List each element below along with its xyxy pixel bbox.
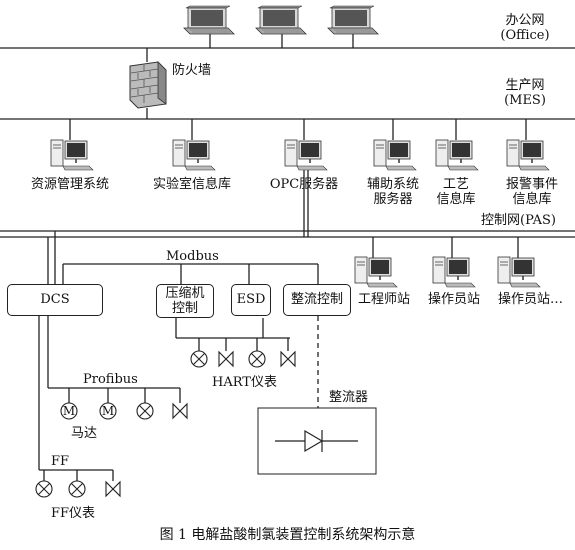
- mes-network-label: 生产网 (MES): [480, 78, 570, 108]
- station-label: 工程师站: [358, 292, 411, 307]
- station-computer-1: [354, 256, 398, 288]
- mes-node-label-line1: 报警事件: [505, 177, 558, 192]
- mes-computer-1: [50, 139, 94, 171]
- rectifier-control-label: 整流控制: [290, 292, 343, 307]
- rectifier-unit: [257, 407, 377, 475]
- office-network-name-en: (Office): [500, 28, 550, 43]
- office-laptop-1: [183, 5, 235, 35]
- station-label: 操作员站…: [498, 292, 564, 307]
- mes-computer-3: [284, 139, 328, 171]
- modbus-label: Modbus: [166, 249, 219, 264]
- mes-node-label-line2: 服务器: [373, 192, 413, 207]
- profibus-devices: [60, 402, 188, 420]
- valve-icon: [280, 350, 296, 368]
- motor-label: 马达: [71, 426, 98, 441]
- profibus-label: Profibus: [83, 372, 138, 387]
- compressor-label-line2: 控制: [171, 301, 198, 316]
- motor-symbol: M: [62, 404, 76, 418]
- mes-computer-4: [373, 139, 417, 171]
- firewall-label: 防火墙: [172, 63, 212, 78]
- office-laptop-3: [327, 5, 379, 35]
- mes-node-label: 资源管理系统: [30, 177, 109, 192]
- office-network-name: 办公网: [505, 13, 545, 28]
- motor-icon: [99, 402, 117, 420]
- office-network-label: 办公网 (Office): [480, 13, 570, 43]
- mes-node-label: 报警事件 信息库: [492, 177, 572, 207]
- hart-instruments: [190, 350, 296, 368]
- diode-icon: [304, 429, 324, 453]
- pas-network-label: 控制网(PAS): [481, 213, 556, 228]
- mes-computer-5: [435, 139, 479, 171]
- ff-label: FF: [51, 454, 70, 469]
- station-label: 操作员站: [428, 292, 481, 307]
- figure-caption: 图 1 电解盐酸制氯装置控制系统架构示意: [159, 527, 416, 543]
- rectifier-control-box: 整流控制: [283, 284, 351, 316]
- motor-symbol: M: [101, 404, 115, 418]
- esd-label: ESD: [236, 292, 266, 307]
- mes-node-label: 辅助系统 服务器: [353, 177, 433, 207]
- ff-instruments-label: FF仪表: [51, 506, 96, 521]
- hart-label: HART仪表: [212, 375, 277, 390]
- office-laptop-2: [255, 5, 307, 35]
- mes-computer-6: [506, 139, 550, 171]
- mes-node-label-line2: 信息库: [436, 192, 476, 207]
- motor-icon: [60, 402, 78, 420]
- dcs-box: DCS: [7, 284, 103, 316]
- compressor-label-line1: 压缩机: [165, 286, 205, 301]
- mes-node-label-line1: 辅助系统: [366, 177, 419, 192]
- mes-node-label-line2: 信息库: [512, 192, 552, 207]
- valve-icon: [105, 480, 121, 498]
- valve-icon: [218, 350, 234, 368]
- valve-icon: [172, 402, 188, 420]
- compressor-control-box: 压缩机 控制: [156, 284, 214, 318]
- mes-network-name: 生产网: [505, 78, 545, 93]
- esd-box: ESD: [231, 284, 271, 316]
- rectifier-label: 整流器: [329, 390, 369, 405]
- mes-network-name-en: (MES): [504, 93, 546, 108]
- firewall-icon: [129, 61, 167, 109]
- mes-computer-2: [172, 139, 216, 171]
- dcs-label: DCS: [40, 292, 70, 307]
- mes-node-label: 工艺 信息库: [421, 177, 491, 207]
- mes-node-label-line1: 工艺: [442, 177, 469, 192]
- station-computer-2: [432, 256, 476, 288]
- station-computer-3: [497, 256, 541, 288]
- mes-node-label: 实验室信息库: [152, 177, 231, 192]
- ff-instruments: [35, 480, 121, 498]
- mes-node-label: OPC服务器: [269, 177, 339, 192]
